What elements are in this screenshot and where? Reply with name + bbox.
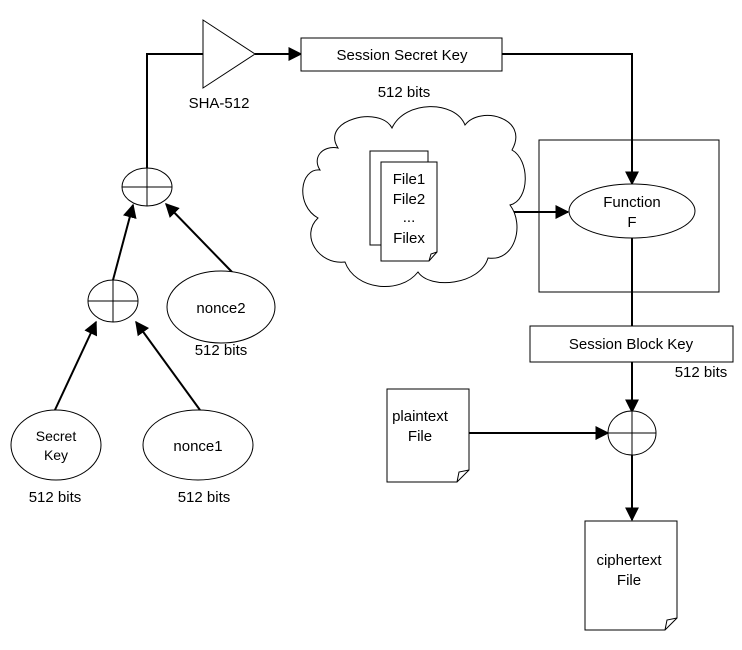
arrow-secret-key-to-xor	[53, 320, 98, 413]
function-frame	[538, 139, 720, 293]
nonce1-bits: 512 bits	[178, 489, 231, 506]
plaintext-label-line1: plaintext	[392, 408, 449, 425]
nonce2-node	[166, 270, 276, 344]
session-block-key-box	[529, 325, 734, 363]
nonce2-bits: 512 bits	[195, 342, 248, 359]
nonce1-node	[142, 409, 254, 481]
session-block-key-bits: 512 bits	[675, 364, 728, 381]
plaintext-label-line2: File	[408, 428, 432, 445]
arrow-nonce1-to-xor	[135, 320, 201, 411]
secret-key-label-line2: Key	[44, 447, 68, 463]
xor-lower	[87, 279, 139, 323]
file-stack-fold	[428, 251, 438, 262]
sha-512-triangle	[202, 19, 256, 89]
secret-key-label-line1: Secret	[36, 428, 77, 444]
connector-xor-to-sha	[146, 53, 203, 168]
arrow-session-key-to-function	[502, 53, 639, 186]
secret-key-node	[10, 409, 102, 481]
function-f-node	[568, 183, 696, 239]
file-list-item: Filex	[393, 230, 425, 247]
arrow-lower-xor-to-upper-xor	[112, 203, 137, 281]
sha-512-label: SHA-512	[189, 95, 250, 112]
session-block-key-label: Session Block Key	[569, 336, 694, 353]
ciphertext-label-line2: File	[617, 572, 641, 589]
file-stack-front	[380, 161, 438, 262]
arrow-nonce2-to-xor	[165, 202, 233, 273]
nonce1-label: nonce1	[173, 438, 222, 455]
file-list-item: File1	[393, 171, 426, 188]
file-list-item: File2	[393, 191, 426, 208]
ciphertext-file	[584, 520, 678, 631]
session-secret-key-bits: 512 bits	[378, 84, 431, 101]
ciphertext-label-line1: ciphertext	[596, 552, 662, 569]
plaintext-file-fold	[456, 469, 470, 483]
secret-key-bits: 512 bits	[29, 489, 82, 506]
xor-file	[607, 410, 657, 456]
session-secret-key-box	[300, 37, 503, 72]
session-secret-key-label: Session Secret Key	[337, 47, 468, 64]
plaintext-file	[386, 388, 470, 483]
nonce2-label: nonce2	[196, 300, 245, 317]
xor-top	[121, 167, 173, 207]
function-f-label-line2: F	[627, 214, 636, 231]
file-list-item: ...	[403, 209, 416, 226]
function-f-label-line1: Function	[603, 194, 661, 211]
ciphertext-file-fold	[664, 617, 678, 631]
